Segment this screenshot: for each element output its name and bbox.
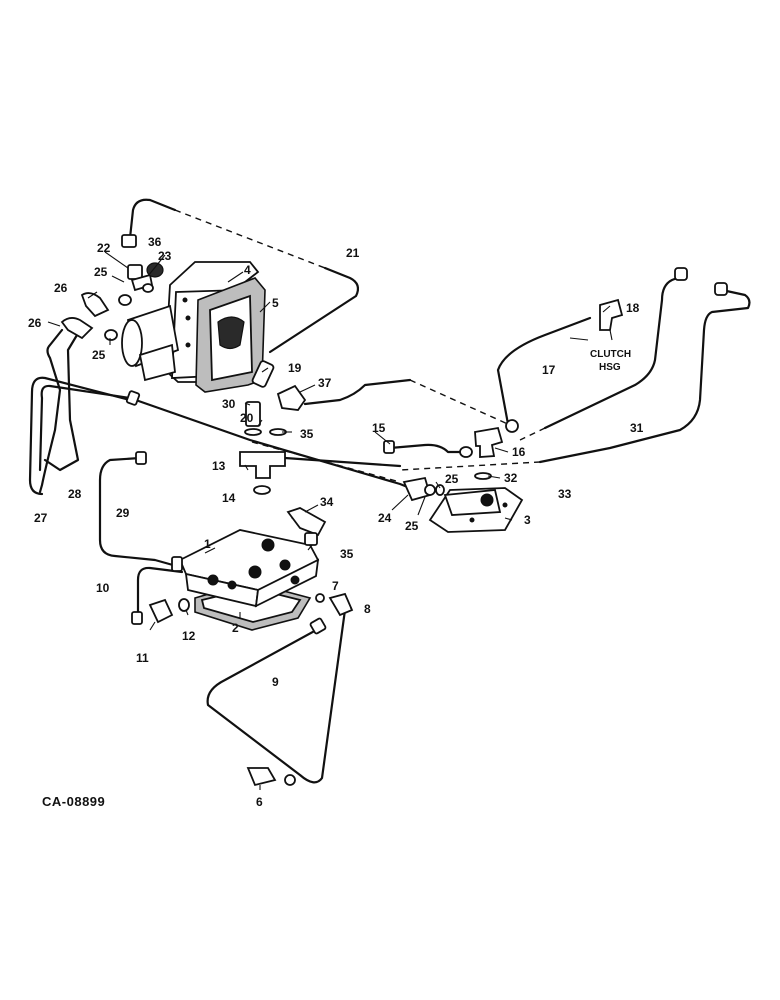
- label-32: 32: [504, 471, 518, 485]
- pipe-21-dash: [174, 209, 326, 269]
- label-29: 29: [116, 506, 130, 520]
- note-line1: CLUTCH: [590, 349, 631, 360]
- pipe-long-diag-dash: [251, 441, 401, 483]
- pipe-27: [38, 328, 64, 494]
- block-side: [254, 558, 320, 608]
- pipe-31-dash: [519, 427, 546, 441]
- label-9: 9: [272, 675, 279, 689]
- label-2: 2: [232, 621, 239, 635]
- label-21: 21: [346, 246, 360, 260]
- pipe-37-dash: [409, 379, 511, 426]
- distribution-block: [178, 529, 320, 631]
- label-16: 16: [512, 445, 526, 459]
- pipe-29: [98, 456, 182, 569]
- label-25a: 25: [94, 265, 108, 279]
- label-18: 18: [626, 301, 640, 315]
- label-33: 33: [558, 487, 572, 501]
- washer-7: [315, 593, 325, 603]
- label-36: 36: [148, 235, 162, 249]
- pipe-21-end: [268, 266, 360, 354]
- label-5: 5: [272, 296, 279, 310]
- label-35b: 35: [340, 547, 354, 561]
- fitting-22: [121, 234, 137, 248]
- elbow-8: [328, 592, 354, 617]
- label-19: 19: [288, 361, 302, 375]
- elbow-37: [276, 384, 307, 411]
- label-22: 22: [97, 241, 111, 255]
- label-37: 37: [318, 376, 332, 390]
- valve-gasket: [195, 277, 266, 393]
- pipe-21: [128, 198, 177, 240]
- pipe-10: [136, 566, 184, 620]
- label-17: 17: [542, 363, 556, 377]
- label-4: 4: [244, 263, 251, 277]
- fitting-30: [245, 401, 261, 427]
- label-13: 13: [212, 459, 226, 473]
- label-25b: 25: [92, 348, 106, 362]
- label-35a: 35: [300, 427, 314, 441]
- elbow-11: [148, 598, 174, 624]
- label-26a: 26: [54, 281, 68, 295]
- pipe-15b: [283, 456, 402, 468]
- label-26b: 26: [28, 316, 42, 330]
- tee-16: [474, 426, 504, 458]
- pipe-28b: [38, 384, 132, 472]
- label-23: 23: [158, 249, 172, 263]
- washer-14: [253, 485, 271, 495]
- label-7: 7: [332, 579, 339, 593]
- label-30: 30: [222, 397, 236, 411]
- label-8: 8: [364, 602, 371, 616]
- label-34: 34: [320, 495, 334, 509]
- fittings: [60, 234, 728, 787]
- label-10: 10: [96, 581, 110, 595]
- pipe-33-dash: [399, 461, 541, 471]
- label-15: 15: [372, 421, 386, 435]
- label-14: 14: [222, 491, 236, 505]
- tee-13: [239, 451, 286, 479]
- cover-plate: [428, 487, 524, 533]
- label-27: 27: [34, 511, 48, 525]
- leader-lines: [47, 251, 613, 790]
- pipe-27b: [28, 376, 132, 496]
- label-25c: 25: [445, 472, 459, 486]
- elbow-26a: [80, 292, 110, 318]
- label-12: 12: [182, 629, 196, 643]
- pipes: [28, 198, 751, 784]
- pipe-15: [388, 443, 472, 454]
- pipe-long-diag: [128, 396, 417, 492]
- pipe-28: [43, 328, 82, 472]
- label-11: 11: [136, 651, 149, 665]
- part-labels: 4 5 21 22 36 23 25 26 26 25 19 37 30 20 …: [28, 235, 644, 809]
- label-31: 31: [630, 421, 644, 435]
- label-1: 1: [204, 537, 211, 551]
- elbow-34: [286, 507, 327, 537]
- fitting-6: [246, 767, 277, 787]
- tee-18: [599, 298, 624, 331]
- washer-12: [178, 598, 190, 612]
- pipe-33: [538, 288, 751, 464]
- label-24: 24: [378, 511, 392, 525]
- pipe-9: [206, 608, 347, 784]
- note-line2: HSG: [599, 362, 621, 373]
- label-20: 20: [240, 411, 254, 425]
- label-3: 3: [524, 513, 531, 527]
- fitting-36: [146, 262, 164, 278]
- fitting-19: [251, 360, 275, 388]
- label-6: 6: [256, 795, 263, 809]
- pipe-17: [496, 316, 592, 426]
- pipe-31: [543, 273, 687, 430]
- valve-cylinder: [121, 304, 180, 382]
- label-25d: 25: [405, 519, 419, 533]
- reference-code: CA-08899: [42, 794, 105, 809]
- pipe-37: [303, 378, 412, 406]
- label-28: 28: [68, 487, 82, 501]
- elbow-26b: [60, 317, 94, 340]
